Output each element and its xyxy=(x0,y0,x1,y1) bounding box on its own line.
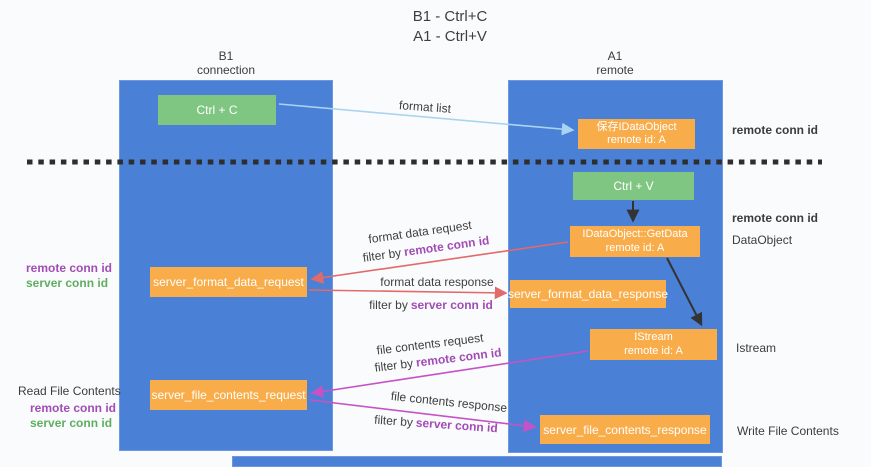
lifeline-a1-name: A1 xyxy=(607,49,623,63)
dataobject-label: DataObject xyxy=(732,233,793,247)
save-idataobject-line1: 保存IDataObject xyxy=(596,120,677,133)
lifeline-header-b1: B1 connection xyxy=(119,49,333,77)
lifeline-header-a1: A1 remote xyxy=(508,49,722,77)
ctrl-c-box: Ctrl + C xyxy=(158,95,276,125)
idataobject-getdata-box: IDataObject::GetData remote id: A xyxy=(570,226,700,257)
left-bottom-remote-conn-id-label: remote conn id xyxy=(30,401,117,415)
getdata-line1: IDataObject::GetData xyxy=(582,228,688,240)
save-idataobject-line2: remote id: A xyxy=(607,134,666,146)
lifeline-b1-role: connection xyxy=(196,63,256,77)
format-data-response-arrow xyxy=(308,286,508,300)
server-file-contents-request-label: server_file_contents_request xyxy=(151,388,306,402)
istream-line2: remote id: A xyxy=(624,344,683,357)
file-contents-response-label: file contents response xyxy=(390,388,508,416)
server-format-data-response-label: server_format_data_response xyxy=(507,287,669,301)
left-server-conn-id-label: server conn id xyxy=(26,276,109,290)
filter-by-text: filter by xyxy=(373,412,414,430)
server-file-contents-response-label: server_file_contents_response xyxy=(543,422,707,437)
left-remote-conn-id-label: remote conn id xyxy=(26,261,113,275)
left-bottom-conn-id-stack: remote conn id server conn id xyxy=(30,401,116,431)
filter-by-text: filter by xyxy=(373,356,414,375)
server-format-data-request-box: server_format_data_request xyxy=(150,267,307,297)
server-conn-id-text: server conn id xyxy=(410,298,493,312)
server-file-contents-response-box: server_file_contents_response xyxy=(540,415,710,444)
istream-line1: IStream xyxy=(634,331,673,343)
ctrl-v-label: Ctrl + V xyxy=(613,179,654,193)
filter-by-text: filter by xyxy=(361,245,403,265)
left-conn-id-stack: remote conn id server conn id xyxy=(26,261,112,291)
format-list-label: format list xyxy=(398,98,452,116)
title-line-2: A1 - Ctrl+V xyxy=(413,28,487,45)
left-bottom-server-conn-id-label: server conn id xyxy=(30,416,113,430)
lifeline-a1-role: remote xyxy=(596,63,634,77)
istream-side-label: Istream xyxy=(736,341,777,355)
ctrl-c-label: Ctrl + C xyxy=(196,103,238,117)
read-file-contents-label: Read File Contents xyxy=(18,384,121,398)
filter-by-text: filter by xyxy=(369,298,408,312)
right-top-remote-conn-id-label: remote conn id xyxy=(732,123,819,137)
getdata-line2: remote id: A xyxy=(605,241,665,254)
server-file-contents-request-box: server_file_contents_request xyxy=(150,380,307,410)
ctrl-v-box: Ctrl + V xyxy=(573,172,694,200)
right-mid-remote-conn-id-label: remote conn id xyxy=(732,211,819,225)
server-conn-id-text: server conn id xyxy=(415,415,499,436)
title-line-1: B1 - Ctrl+C xyxy=(412,8,488,25)
bottom-partial-box xyxy=(232,456,722,467)
save-idataobject-box: 保存IDataObject remote id: A xyxy=(578,119,695,149)
write-file-contents-label: Write File Contents xyxy=(737,424,839,438)
server-format-data-request-label: server_format_data_request xyxy=(153,275,304,289)
lifeline-b1-name: B1 xyxy=(218,49,234,63)
server-format-data-response-box: server_format_data_response xyxy=(507,280,669,308)
diagram-title: B1 - Ctrl+C A1 - Ctrl+V xyxy=(300,7,600,47)
format-data-response-label: format data response xyxy=(380,275,494,289)
istream-box: IStream remote id: A xyxy=(590,329,717,360)
